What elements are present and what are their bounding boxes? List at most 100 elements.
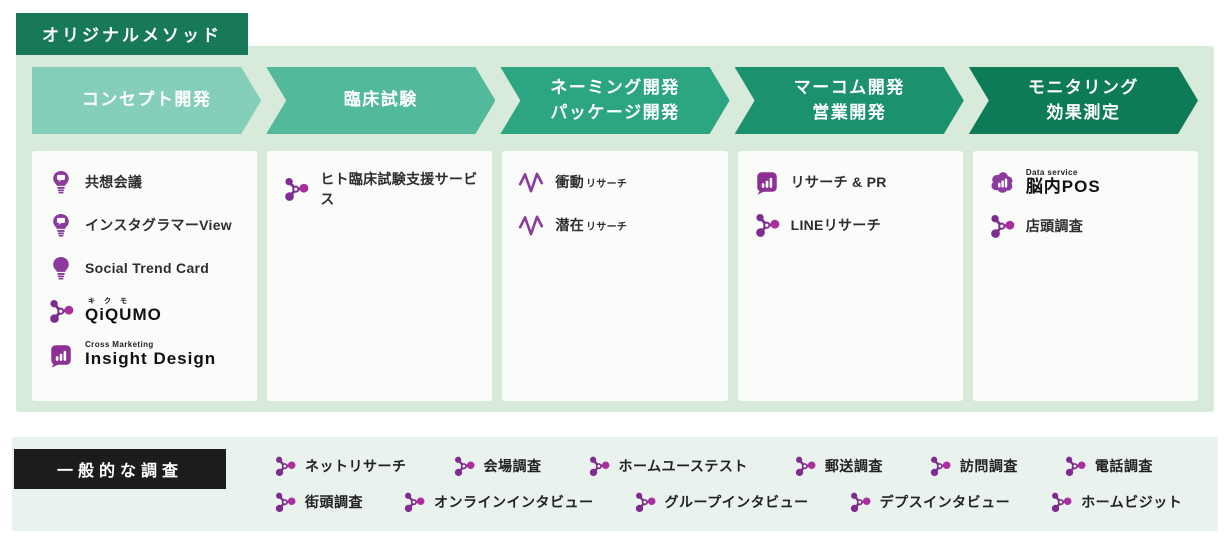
stage-naming-package: ネーミング開発 パッケージ開発 [500,67,729,134]
survey-item: 郵送調査 [794,455,883,477]
method-item: ヒト臨床試験支援サービス [283,169,482,209]
method-item-label: 共想会議 [85,174,143,190]
molecule-icon [283,176,309,202]
method-item-label: 店頭調査 [1025,218,1084,235]
method-item-label: インスタグラマーView [85,217,232,233]
process-stage-row: コンセプト開発 臨床試験 ネーミング開発 パッケージ開発 マーコム開発 営業開発… [32,67,1198,134]
method-item: キクモ QiQUMO [48,298,247,324]
molecule-icon [403,491,425,513]
survey-item: 訪問調査 [929,455,1018,477]
molecule-icon [48,298,74,324]
method-item-suffix: リサーチ [586,222,628,233]
method-item-label: Social Trend Card [85,260,210,276]
method-item-label: LINEリサーチ [790,217,881,233]
method-item-label: リサーチ & PR [790,174,887,190]
method-item: リサーチ & PR [754,169,953,195]
pulse-icon [518,212,544,238]
method-item: 衝動リサーチ [518,169,717,195]
stage-label: パッケージ開発 [550,102,680,122]
stage-label: マーコム開発 [793,77,905,97]
survey-item-label: ホームユーステスト [618,458,748,474]
molecule-icon [588,455,610,477]
qiqumo-logo: キクモ QiQUMO [85,298,162,324]
method-item-label: 脳内POS [1025,176,1101,196]
survey-item-label: ホームビジット [1081,494,1183,510]
stage-clinical-trial: 臨床試験 [266,67,495,134]
method-card-naming: 衝動リサーチ 潜在リサーチ [502,151,728,401]
stage-label: モニタリング [1027,77,1139,97]
stage-concept-development: コンセプト開発 [32,67,261,134]
molecule-icon [274,491,296,513]
survey-item: 会場調査 [453,455,542,477]
survey-item-label: 会場調査 [483,458,542,474]
method-item: Cross Marketing Insight Design [48,341,247,368]
survey-item: 電話調査 [1064,455,1153,477]
general-survey-badge: 一般的な調査 [14,449,226,489]
survey-item: オンラインインタビュー [403,491,594,513]
general-survey-section: 一般的な調査 ネットリサーチ 会場調査 ホームユーステスト 郵送調査 訪問調査 [12,437,1218,531]
survey-item: デプスインタビュー [849,491,1011,513]
survey-item-label: オンラインインタビュー [434,494,594,510]
method-item: インスタグラマーView [48,212,247,238]
survey-item-label: 街頭調査 [305,494,363,510]
method-card-marcom: リサーチ & PR LINEリサーチ [737,151,963,401]
lightbulb-speech-icon [48,169,74,195]
survey-item: ホームビジット [1050,491,1182,513]
method-item: LINEリサーチ [754,212,953,238]
survey-item-label: 郵送調査 [824,458,883,474]
method-card-concept: 共想会議 インスタグラマーView Social Trend Card キクモ … [32,151,258,401]
molecule-icon [794,455,816,477]
survey-item: グループインタビュー [634,491,809,513]
barchart-badge-icon [48,342,74,368]
lightbulb-speech-icon [48,212,74,238]
barchart-badge-icon [754,169,780,195]
method-item: 店頭調査 [989,213,1188,239]
molecule-icon [929,455,951,477]
method-item-label: Insight Design [85,349,217,369]
method-item-label: 潜在リサーチ [555,217,628,233]
molecule-icon [989,213,1015,239]
method-item-label: QiQUMO [85,304,162,324]
method-item-label: ヒト臨床試験支援サービス [320,171,478,207]
stage-label: 営業開発 [812,102,887,122]
molecule-icon [754,212,780,238]
brain-chart-icon [989,170,1015,196]
survey-item: ネットリサーチ [274,455,407,477]
molecule-icon [1064,455,1086,477]
survey-item: 街頭調査 [274,491,363,513]
survey-item-label: 訪問調査 [959,458,1018,474]
stage-label: 臨床試験 [343,90,418,110]
stage-marcom-sales: マーコム開発 営業開発 [735,67,964,134]
survey-item-label: 電話調査 [1094,458,1153,474]
survey-row-2: 街頭調査 オンラインインタビュー グループインタビュー デプスインタビュー ホー… [274,491,1202,513]
method-item: 潜在リサーチ [518,212,717,238]
stage-label: コンセプト開発 [81,90,212,110]
method-item: 共想会議 [48,169,247,195]
survey-item: ホームユーステスト [588,455,748,477]
method-card-clinical: ヒト臨床試験支援サービス [267,151,493,401]
molecule-icon [634,491,656,513]
general-survey-items: ネットリサーチ 会場調査 ホームユーステスト 郵送調査 訪問調査 電話調査 [274,449,1202,519]
stage-label: ネーミング開発 [550,77,680,97]
molecule-icon [1050,491,1072,513]
molecule-icon [849,491,871,513]
logo-superlabel: Data service [1025,168,1078,177]
pulse-icon [518,169,544,195]
stage-monitoring: モニタリング 効果測定 [969,67,1198,134]
method-item-suffix: リサーチ [586,179,628,190]
survey-item-label: グループインタビュー [664,494,809,510]
survey-item-label: ネットリサーチ [305,458,407,474]
original-method-panel: コンセプト開発 臨床試験 ネーミング開発 パッケージ開発 マーコム開発 営業開発… [16,46,1214,412]
method-card-row: 共想会議 インスタグラマーView Social Trend Card キクモ … [32,151,1199,401]
stage-label: 効果測定 [1046,102,1121,122]
nounai-pos-logo: Data service 脳内POS [1025,168,1101,196]
method-card-monitoring: Data service 脳内POS 店頭調査 [972,151,1199,401]
survey-row-1: ネットリサーチ 会場調査 ホームユーステスト 郵送調査 訪問調査 電話調査 [274,455,1202,477]
logo-superlabel: Cross Marketing [85,340,154,350]
survey-item-label: デプスインタビュー [879,494,1011,510]
method-item-label: 衝動リサーチ [555,174,628,190]
lightbulb-icon [48,255,74,281]
method-item: Data service 脳内POS [989,168,1188,196]
qiqumo-ruby: キクモ [88,298,136,305]
